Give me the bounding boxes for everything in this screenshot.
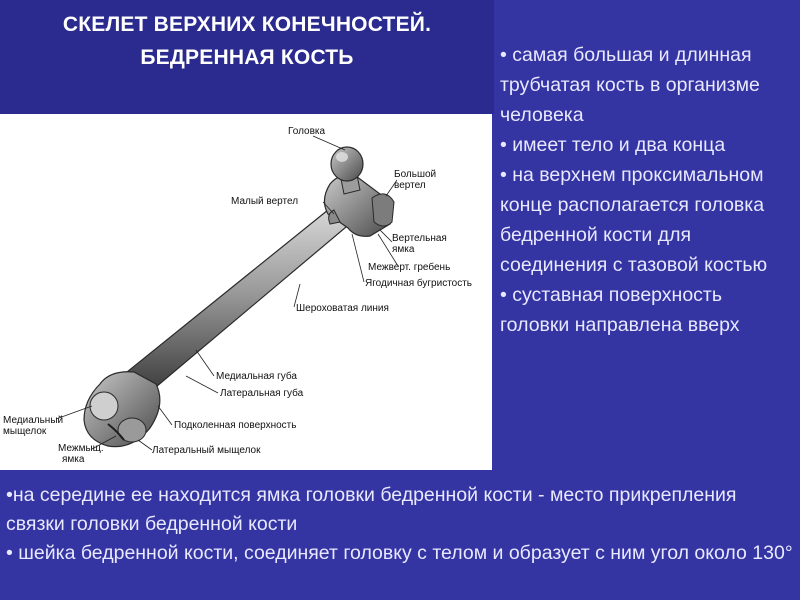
leader-lines — [55, 135, 399, 451]
label-trochanteric-fossa-2: ямка — [392, 244, 415, 255]
bullet-item: • шейка бедренной кости, соединяет голов… — [6, 542, 793, 564]
bullet-item: • имеет тело и два конца — [500, 134, 726, 156]
label-popliteal-surface: Подколенная поверхность — [174, 420, 297, 431]
bullet-item: • суставная поверхность головки направле… — [500, 284, 740, 336]
right-bullet-list: • самая большая и длинная трубчатая кост… — [500, 40, 796, 340]
title-line-2: БЕДРЕННАЯ КОСТЬ — [140, 46, 354, 69]
label-trochanteric-fossa-1: Вертельная — [392, 233, 447, 244]
label-lateral-condyle: Латеральный мыщелок — [152, 445, 261, 456]
label-medial-condyle-2: мыщелок — [3, 426, 47, 437]
label-greater-trochanter-1: Большой — [394, 169, 437, 180]
label-medial-condyle-1: Медиальный — [3, 415, 64, 426]
label-lateral-lip: Латеральная губа — [220, 388, 304, 399]
label-intertrochanteric-crest: Межверт. гребень — [368, 262, 451, 273]
label-head: Головка — [288, 126, 326, 137]
title-box: СКЕЛЕТ ВЕРХНИХ КОНЕЧНОСТЕЙ. БЕДРЕННАЯ КО… — [0, 0, 494, 114]
label-medial-lip: Медиальная губа — [216, 371, 297, 382]
medial-condyle — [89, 391, 119, 421]
label-intercondylar-fossa-1: Межмыщ. — [58, 443, 104, 454]
label-linea-aspera: Шероховатая линия — [296, 303, 389, 314]
femur-illustration: Головка Большой вертел Малый вертел Верт… — [0, 114, 492, 470]
intercondylar-fossa — [107, 423, 125, 441]
greater-trochanter — [371, 193, 395, 227]
bullet-item: • на верхнем проксимальном конце распола… — [500, 164, 768, 276]
bullet-item: • самая большая и длинная трубчатая кост… — [500, 44, 760, 126]
label-greater-trochanter-2: вертел — [394, 180, 426, 191]
label-gluteal-tuberosity: Ягодичная бугристость — [365, 278, 473, 289]
lateral-condyle — [117, 417, 147, 443]
lesser-trochanter — [328, 209, 341, 225]
bullet-item: •на середине ее находится ямка головки б… — [6, 484, 737, 535]
slide-title: СКЕЛЕТ ВЕРХНИХ КОНЕЧНОСТЕЙ. БЕДРЕННАЯ КО… — [0, 8, 494, 74]
femur-head — [330, 146, 364, 182]
label-intercondylar-fossa-2: ямка — [62, 454, 85, 465]
bottom-bullet-list: •на середине ее находится ямка головки б… — [6, 481, 796, 568]
title-line-1: СКЕЛЕТ ВЕРХНИХ КОНЕЧНОСТЕЙ. — [62, 13, 432, 36]
femur-shaft — [120, 209, 354, 393]
femur-drawing — [55, 135, 399, 451]
label-lesser-trochanter: Малый вертел — [231, 196, 299, 207]
